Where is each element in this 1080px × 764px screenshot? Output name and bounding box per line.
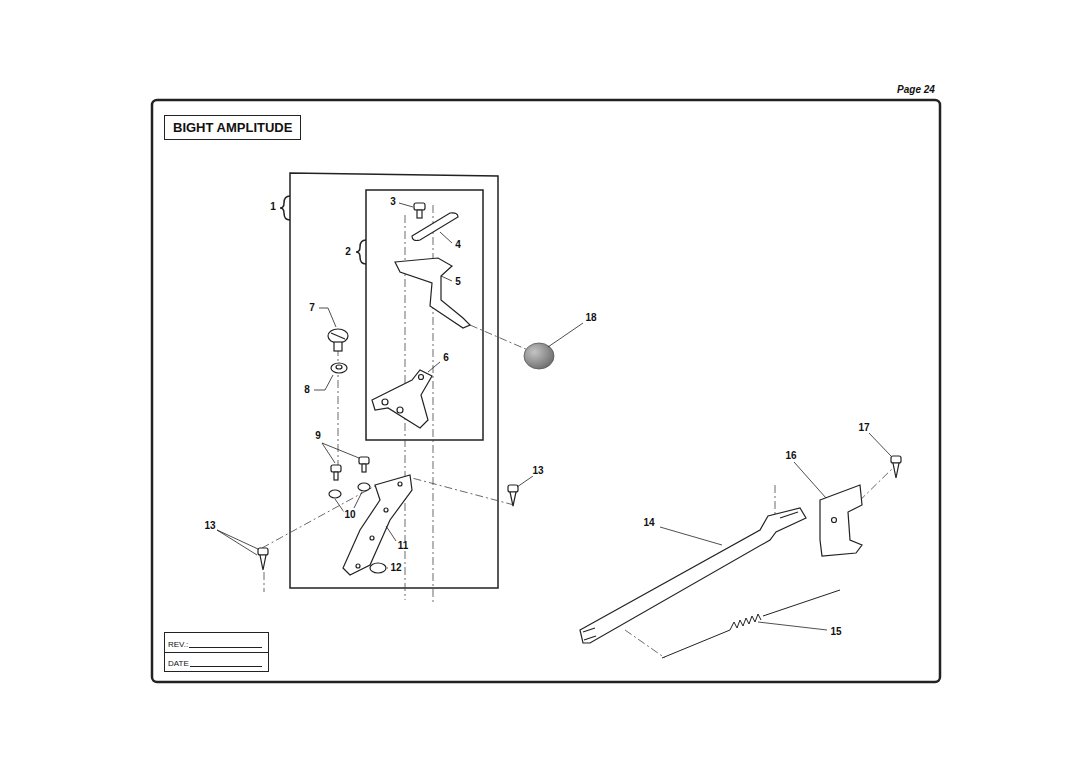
callout-number: 9 bbox=[314, 431, 322, 441]
callout-number: 11 bbox=[397, 541, 410, 551]
assembly-centerlines bbox=[262, 205, 895, 658]
callout-number: 13 bbox=[531, 466, 544, 476]
callout-number: 16 bbox=[784, 451, 797, 461]
callout-number: 17 bbox=[857, 423, 870, 433]
callout-number: 4 bbox=[454, 240, 462, 250]
revision-field: DATE bbox=[168, 659, 189, 671]
callout-number: 10 bbox=[343, 510, 356, 520]
leader-lines bbox=[217, 203, 891, 630]
revision-field: REV.: bbox=[168, 640, 188, 652]
callout-number: 12 bbox=[389, 563, 402, 573]
callout-number: 18 bbox=[584, 313, 597, 323]
callout-number: 15 bbox=[829, 627, 842, 637]
callout-number: 1 bbox=[269, 202, 277, 212]
callout-number: 7 bbox=[308, 303, 316, 313]
spring-drawing bbox=[662, 590, 840, 658]
fill-in-line bbox=[190, 666, 262, 667]
callout-number: 3 bbox=[389, 197, 397, 207]
page-number: Page 24 bbox=[896, 85, 936, 95]
callout-number: 8 bbox=[303, 385, 311, 395]
revision-row: DATE bbox=[165, 652, 268, 671]
page-frame bbox=[152, 100, 940, 682]
diagram-title: BIGHT AMPLITUDE bbox=[173, 120, 292, 135]
revision-row: REV.: bbox=[165, 633, 268, 652]
callout-number: 14 bbox=[642, 518, 655, 528]
knob-drawing bbox=[524, 343, 554, 369]
callout-number: 5 bbox=[454, 277, 462, 287]
part-drawings bbox=[258, 203, 901, 643]
title-box: BIGHT AMPLITUDE bbox=[164, 115, 301, 140]
fill-in-line bbox=[189, 647, 262, 648]
callout-number: 2 bbox=[344, 247, 352, 257]
callout-number: 13 bbox=[203, 521, 216, 531]
group-outlines bbox=[280, 173, 498, 588]
callout-number: 6 bbox=[442, 353, 450, 363]
revision-block: REV.: DATE bbox=[164, 632, 269, 672]
